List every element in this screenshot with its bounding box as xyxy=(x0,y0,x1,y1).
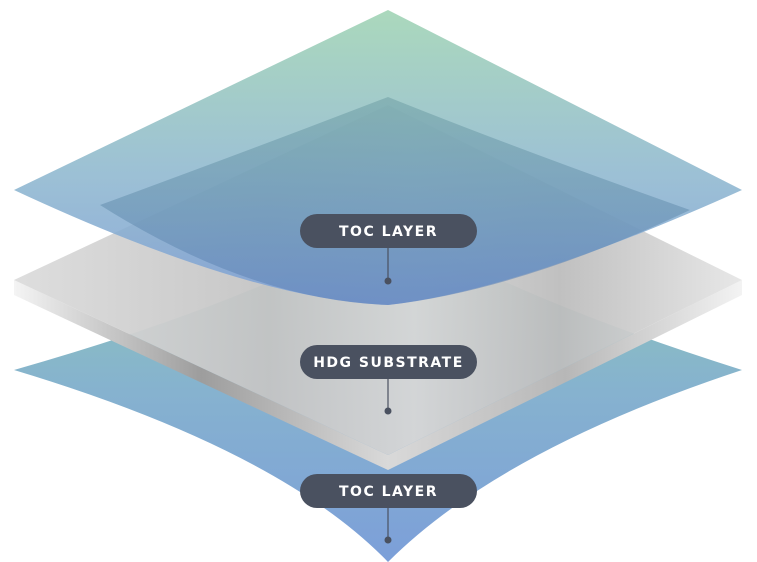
label-bottom-toc-layer: TOC LAYER xyxy=(300,474,477,544)
top-toc-layer xyxy=(14,10,742,305)
leader-dot-top xyxy=(384,277,392,285)
label-hdg-substrate-text: HDG SUBSTRATE xyxy=(313,355,464,371)
label-bottom-toc-layer-text: TOC LAYER xyxy=(339,484,438,500)
label-top-toc-layer-text: TOC LAYER xyxy=(339,224,438,240)
leader-dot-bottom xyxy=(384,536,392,544)
leader-dot-substrate xyxy=(384,407,392,415)
label-top-toc-layer: TOC LAYER xyxy=(300,214,477,285)
label-hdg-substrate: HDG SUBSTRATE xyxy=(300,345,477,415)
